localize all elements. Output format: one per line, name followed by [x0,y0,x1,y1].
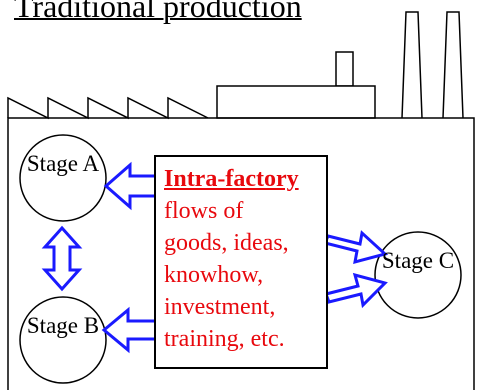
arrow-a-b [41,225,83,292]
flow-box-line: goods, ideas, [164,230,289,256]
flow-box-heading: Intra-factory [164,166,299,192]
stage-c-circle [374,231,462,319]
diagram-title: Traditional production [14,0,302,24]
chimney-right [442,11,464,119]
stage-c-label: Stage C [381,248,455,273]
flow-box-line: investment, [164,294,276,320]
roof-block [216,85,376,119]
stage-a-label: Stage A [26,151,100,176]
flow-box-line: flows of [164,198,244,224]
chimney-left [401,11,423,119]
arrow-to-stage-b [101,306,158,354]
flow-box-line: training, etc. [164,326,285,352]
roof-vent [335,51,354,87]
flow-box-line: knowhow, [164,262,264,288]
intra-factory-flows-box: Intra-factory flows of goods, ideas, kno… [154,155,328,369]
sawtooth-roof [7,96,209,120]
arrow-to-stage-c-upper [322,230,389,265]
stage-b-label: Stage B [26,313,100,338]
factory-wall [7,117,475,390]
stage-b-circle [19,296,107,384]
arrow-to-stage-c-lower [324,272,388,309]
arrow-to-stage-a [103,161,160,211]
stage-a-circle [19,134,107,222]
